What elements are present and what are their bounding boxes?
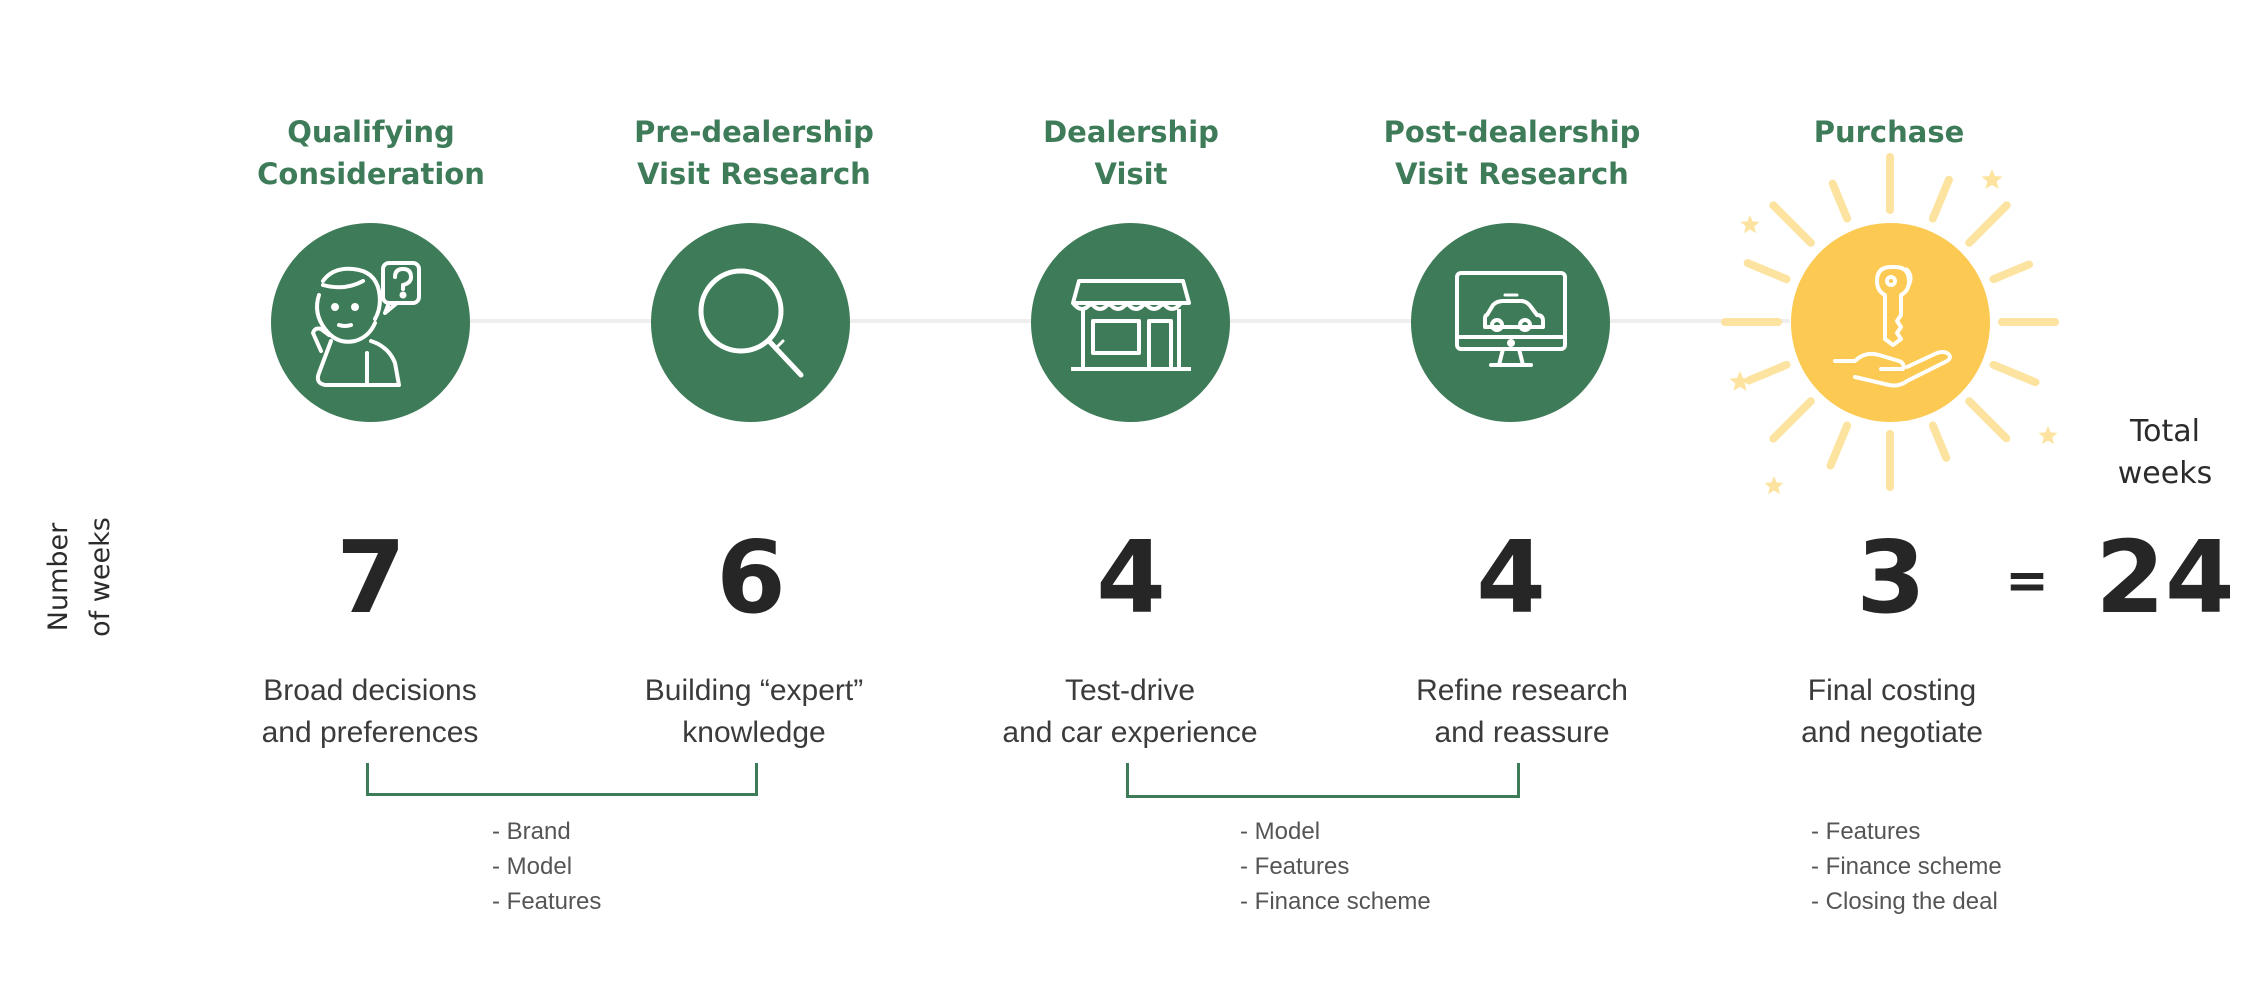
bullet-list-group-3: - Features - Finance scheme - Closing th… bbox=[1811, 814, 2002, 919]
list-item: - Closing the deal bbox=[1811, 888, 1998, 915]
sunburst-ray bbox=[1745, 360, 1791, 385]
thinking-person-icon bbox=[311, 261, 421, 387]
stage-circle-pre-dealership bbox=[651, 223, 850, 422]
list-item: - Finance scheme bbox=[1811, 853, 2002, 880]
stage-description-pre-dealership: Building “expert”knowledge bbox=[644, 674, 864, 749]
stage-circle-purchase bbox=[1791, 223, 1990, 422]
bullet-list-group-2: - Model - Features - Finance scheme bbox=[1240, 814, 1431, 919]
stage-circle-dealership bbox=[1031, 223, 1230, 422]
sunburst-ray bbox=[1928, 175, 1953, 223]
weeks-number-post-dealership: 4 bbox=[1476, 519, 1546, 636]
key-in-hand-icon bbox=[1833, 265, 1952, 388]
group-bracket-dealership bbox=[1126, 763, 1520, 798]
sunburst-ray bbox=[1928, 421, 1951, 462]
sunburst-decoration bbox=[1721, 153, 2059, 495]
sunburst-ray bbox=[1826, 421, 1852, 470]
list-item: - Model bbox=[492, 853, 573, 880]
stage-title-purchase: Purchase bbox=[1813, 115, 1965, 149]
list-item: - Finance scheme bbox=[1240, 888, 1431, 915]
list-item: - Brand bbox=[492, 818, 571, 845]
stage-circle-qualifying bbox=[271, 223, 470, 422]
star-decoration bbox=[2038, 426, 2058, 445]
weeks-number-pre-dealership: 6 bbox=[716, 519, 786, 636]
sunburst-ray bbox=[1965, 397, 2011, 443]
list-item: - Features bbox=[1240, 853, 1350, 880]
bullet-list-group-1: - Brand - Model - Features bbox=[492, 814, 601, 919]
sunburst-ray bbox=[1769, 397, 1815, 443]
equals-sign: = bbox=[2005, 551, 2049, 611]
sunburst-ray bbox=[1965, 201, 2011, 247]
star-decoration bbox=[1981, 169, 2003, 189]
sunburst-ray bbox=[1989, 360, 2040, 387]
group-bracket-research bbox=[366, 763, 758, 796]
list-item: - Features bbox=[1811, 818, 1921, 845]
star-decoration bbox=[1729, 371, 1751, 391]
weeks-number-qualifying: 7 bbox=[336, 519, 406, 636]
star-decoration bbox=[1764, 476, 1784, 495]
weeks-number-dealership: 4 bbox=[1096, 519, 1166, 636]
sunburst-ray bbox=[1769, 201, 1815, 247]
sunburst-ray bbox=[1828, 179, 1852, 223]
list-item: - Model bbox=[1240, 818, 1321, 845]
monitor-car-icon bbox=[1455, 271, 1567, 367]
total-weeks-number: 24 bbox=[2095, 519, 2235, 636]
star-decoration bbox=[1740, 215, 1760, 234]
sunburst-ray bbox=[1743, 259, 1791, 284]
list-item: - Features bbox=[492, 888, 602, 915]
weeks-number-purchase: 3 bbox=[1856, 519, 1926, 636]
storefront-icon bbox=[1071, 279, 1191, 371]
stage-circle-post-dealership bbox=[1411, 223, 1610, 422]
magnifying-glass-icon bbox=[698, 268, 804, 378]
sunburst-ray bbox=[1989, 260, 2034, 284]
